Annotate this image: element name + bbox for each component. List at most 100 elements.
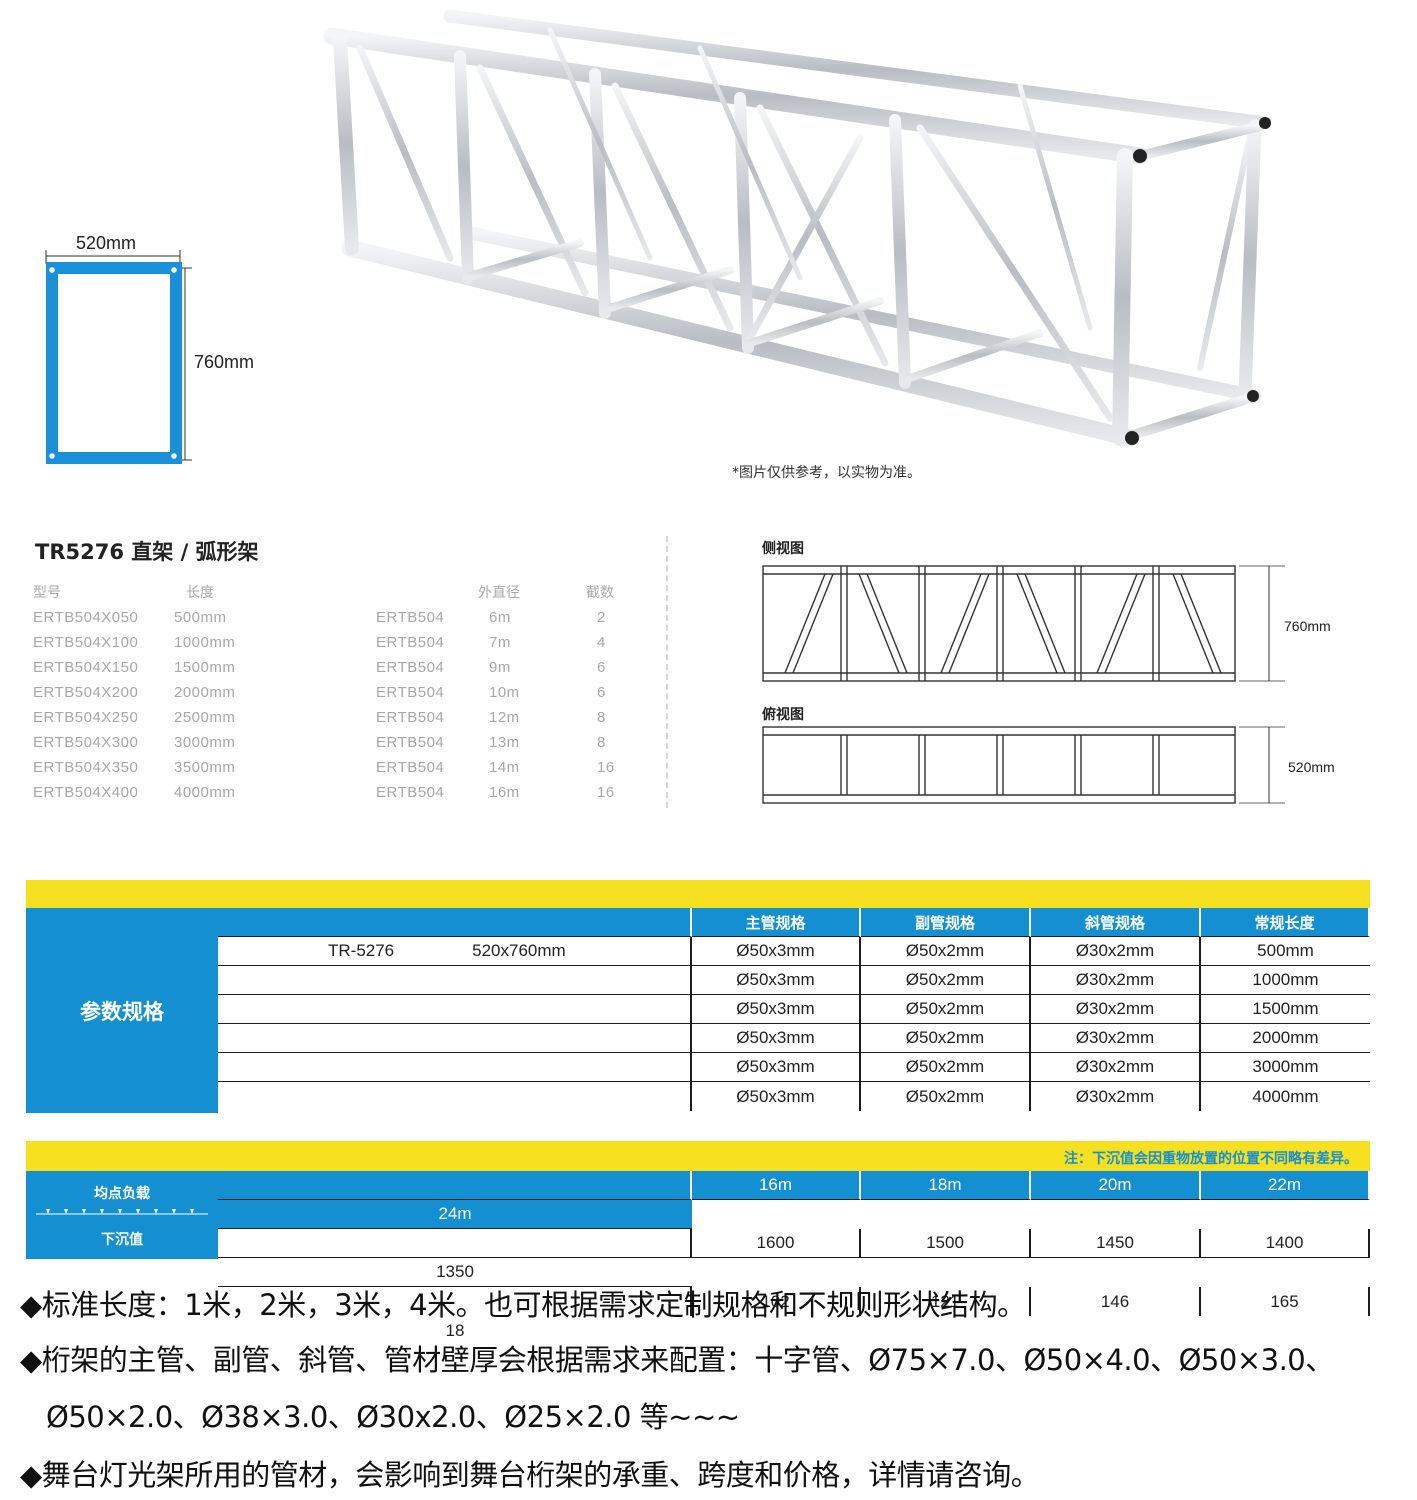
spec-length: 1000mm xyxy=(174,634,236,651)
spec-model: ERTB504X200 xyxy=(33,684,139,701)
top-view-dimension: 520mm xyxy=(1288,759,1335,775)
load-table: 注：下沉值会因重物放置的位置不同略有差异。 均点负载 下沉值 16m 18m 2… xyxy=(26,1141,1370,1340)
spec-model: ERTB504X300 xyxy=(33,734,139,751)
spec-sections: 6 xyxy=(597,659,606,676)
top-view-label: 俯视图 xyxy=(762,707,804,723)
list-item: ERTB504X300 3000mm xyxy=(33,734,293,759)
length-cell: 4000mm xyxy=(1252,1086,1319,1106)
spec-length: 500mm xyxy=(174,609,227,626)
spec-diameter: 10m xyxy=(489,684,520,701)
spec-model: ERTB504 xyxy=(376,759,445,776)
spec-length: 2000mm xyxy=(174,684,236,701)
list-item: ERTB504X400 4000mm xyxy=(33,784,293,809)
bullet-standard-length: ◆标准长度：1米，2米，3米，4米。也可根据需求定制规格和不规则形状结构。 xyxy=(20,1288,1026,1322)
spec-model: ERTB504 xyxy=(376,659,445,676)
load-cell: 1500 xyxy=(861,1229,1031,1258)
spec-header-sections: 截数 xyxy=(586,585,614,601)
span-header-blank xyxy=(218,1171,692,1200)
parameter-table-header-row: 主管规格 副管规格 斜管规格 常规长度 xyxy=(218,908,1370,937)
parameter-table: 参数规格 主管规格 副管规格 斜管规格 常规长度 TR-5276 520x760… xyxy=(26,880,1370,1113)
spec-model: ERTB504X150 xyxy=(33,659,139,676)
spec-diameter: 16m xyxy=(489,784,520,801)
bullet-tube-config-cont: Ø50×2.0、Ø38×3.0、Ø30x2.0、Ø25×2.0 等~~~ xyxy=(46,1400,740,1434)
deflection-cell: 165 xyxy=(1201,1287,1370,1316)
deflection-cell: 121 xyxy=(861,1287,1031,1316)
list-item: ERTB504 16m 16 xyxy=(376,784,636,809)
sub-tube-cell: Ø50x2mm xyxy=(861,1053,1031,1082)
header-sub-tube: 副管规格 xyxy=(861,908,1031,937)
deflection-cell: 18 xyxy=(445,1320,465,1340)
spec-diameter: 12m xyxy=(489,709,520,726)
spec-diameter: 13m xyxy=(489,734,520,751)
spec-model: ERTB504X050 xyxy=(33,609,139,626)
blank-cell xyxy=(218,1082,692,1111)
blank-cell xyxy=(218,1229,692,1258)
photo-disclaimer: *图片仅供参考，以实物为准。 xyxy=(732,465,921,481)
top-view-diagram xyxy=(762,726,1285,804)
spec-sections: 8 xyxy=(597,709,606,726)
length-cell: 2000mm xyxy=(1201,1024,1370,1053)
span-22m: 22m xyxy=(1201,1171,1370,1200)
spec-sections: 6 xyxy=(597,684,606,701)
side-view-label: 侧视图 xyxy=(762,541,804,557)
span-24m: 24m xyxy=(218,1200,692,1229)
side-view-diagram xyxy=(762,565,1285,682)
blank-cell xyxy=(218,966,692,995)
spec-diameter: 9m xyxy=(489,659,511,676)
spec-length: 4000mm xyxy=(174,784,236,801)
sub-tube-cell: Ø50x2mm xyxy=(861,1024,1031,1053)
side-view-dimension: 760mm xyxy=(1284,618,1331,634)
length-cell: 500mm xyxy=(1201,937,1370,966)
diagonal-tube-cell: Ø30x2mm xyxy=(1031,995,1201,1024)
spec-model: ERTB504 xyxy=(376,634,445,651)
blank-cell xyxy=(218,995,692,1024)
table-row: Ø50x3mm Ø50x2mm Ø30x2mm 4000mm xyxy=(218,1082,1370,1111)
blank-cell xyxy=(218,1053,692,1082)
header-blank xyxy=(218,908,692,937)
diagonal-tube-cell: Ø30x2mm xyxy=(1031,966,1201,995)
spec-header-length: 长度 xyxy=(186,585,214,601)
model-size: 520x760mm xyxy=(472,941,566,960)
span-header-row: 16m 18m 20m 22m 24m xyxy=(218,1171,1370,1229)
table-row: Ø50x3mm Ø50x2mm Ø30x2mm 1000mm xyxy=(218,966,1370,995)
deflection-cell: 102 xyxy=(692,1287,861,1316)
main-tube-cell: Ø50x3mm xyxy=(692,1053,861,1082)
diagonal-tube-cell: Ø30x2mm xyxy=(1031,1053,1201,1082)
load-cell: 1350 xyxy=(218,1258,692,1287)
list-item: ERTB504 9m 6 xyxy=(376,659,636,684)
spec-length: 2500mm xyxy=(174,709,236,726)
sub-tube-cell: Ø50x2mm xyxy=(861,937,1031,966)
diagonal-tube-cell: Ø30x2mm xyxy=(1031,937,1201,966)
length-cell: 1500mm xyxy=(1201,995,1370,1024)
spec-length: 1500mm xyxy=(174,659,236,676)
spec-model: ERTB504X400 xyxy=(33,784,139,801)
parameter-table-title: 参数规格 xyxy=(26,908,218,1113)
diagonal-tube-cell: Ø30x2mm xyxy=(1031,1024,1201,1053)
spec-diameter: 14m xyxy=(489,759,520,776)
span-20m: 20m xyxy=(1031,1171,1201,1200)
table-row: TR-5276 520x760mm Ø50x3mm Ø50x2mm Ø30x2m… xyxy=(218,937,1370,966)
sub-tube-cell: Ø50x2mm xyxy=(861,995,1031,1024)
cross-section-height-label: 760mm xyxy=(194,352,255,372)
spec-length: 3000mm xyxy=(174,734,236,751)
sub-tube-cell: Ø50x2mm xyxy=(861,1082,1031,1111)
table-row: Ø50x3mm Ø50x2mm Ø30x2mm 1500mm xyxy=(218,995,1370,1024)
section-divider xyxy=(666,536,668,808)
header-length: 常规长度 xyxy=(1201,908,1370,937)
spec-sections: 16 xyxy=(597,784,615,801)
header-main-tube: 主管规格 xyxy=(692,908,861,937)
spec-header-model: 型号 xyxy=(33,585,61,601)
load-table-label: 均点负载 下沉值 xyxy=(26,1171,218,1259)
cross-section-diagram xyxy=(45,250,192,464)
spec-model: ERTB504 xyxy=(376,784,445,801)
yellow-band: 注：下沉值会因重物放置的位置不同略有差异。 xyxy=(26,1141,1370,1171)
bullet-consult: ◆舞台灯光架所用的管材，会影响到舞台桁架的承重、跨度和价格，详情请咨询。 xyxy=(20,1458,1040,1492)
yellow-band xyxy=(26,880,1370,908)
